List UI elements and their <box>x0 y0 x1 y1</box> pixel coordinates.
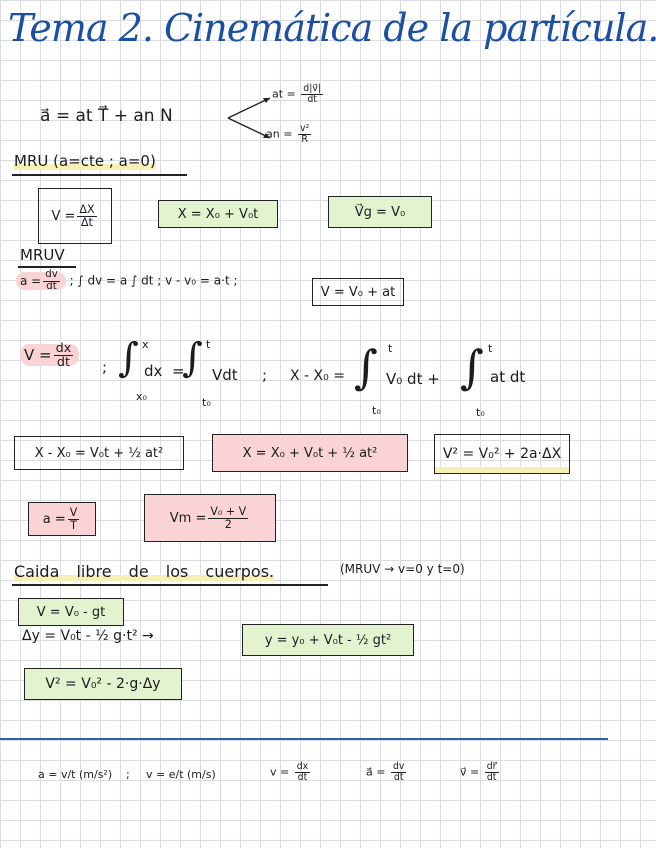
caida-position-box: y = y₀ + V₀t - ½ gt² <box>242 624 414 656</box>
mruv-v-label: V = <box>24 346 52 365</box>
limit-t0-2: t₀ <box>372 404 381 417</box>
footer-f5-den: dt <box>486 771 497 783</box>
footer-f5-num: dr⃗ <box>484 761 499 773</box>
caida-velocity-box: V = V₀ - gt <box>18 598 124 626</box>
integrand-vdt: Vdt <box>212 366 238 384</box>
mruv-v-num: dx <box>53 341 74 357</box>
branch-arrows <box>227 97 271 139</box>
caida-note: (MRUV → v=0 y t=0) <box>340 562 465 576</box>
mruv-v-den: dt <box>56 355 70 371</box>
limit-t0-3: t₀ <box>476 406 485 419</box>
mruv-b5-num: V₀ + V <box>208 504 249 519</box>
an-label: an = <box>266 127 293 141</box>
an-den: R <box>301 133 308 145</box>
footer-vr-deriv: v⃗ = dr⃗dt <box>460 762 501 783</box>
mru-vg-box: V⃗g = V₀ <box>328 196 432 228</box>
footer-f4-num: dv <box>390 761 407 773</box>
an-num: v² <box>297 123 312 135</box>
mruv-velocity-box: V = V₀ + at <box>312 278 404 306</box>
footer-f3-lhs: v = <box>270 765 290 779</box>
section-divider <box>0 738 608 740</box>
limit-x: x <box>142 338 149 351</box>
mruv-torricelli-box: V² = V₀² + 2a·ΔX <box>434 434 570 474</box>
mru-heading: MRU (a=cte ; a=0) <box>14 152 156 170</box>
mruv-b4-den: T <box>70 518 77 532</box>
at-num: d|v⃗| <box>301 83 324 95</box>
mruv-underline <box>18 266 76 268</box>
mru-f1-den: Δt <box>81 215 93 229</box>
integral-sign-3: ∫ <box>354 340 378 394</box>
mruv-a-num: dv <box>43 269 60 282</box>
footer-f4-lhs: a⃗ = <box>366 765 386 779</box>
mruv-heading: MRUV <box>20 246 65 264</box>
footer-f3-num: dx <box>294 761 311 773</box>
limit-x0: x₀ <box>136 390 147 403</box>
footer-f5-frac: dr⃗dt <box>484 761 499 783</box>
tangential-accel: at = d|v⃗|dt <box>272 84 325 105</box>
mruv-a-label: a = <box>20 273 42 288</box>
footer-f3-den: dt <box>297 771 308 783</box>
acceleration-formula: a⃗ = at T⃗ + an N <box>40 106 173 126</box>
mru-position-box: X = X₀ + V₀t <box>158 200 278 228</box>
at-label: at = <box>272 87 296 101</box>
integral-equals: = <box>172 362 185 380</box>
mruv-sep-2: ; <box>262 366 268 384</box>
at-fraction: d|v⃗|dt <box>301 83 324 105</box>
mruv-b4-num: V <box>67 505 80 520</box>
footer-velocity: v = e/t (m/s) <box>146 768 216 781</box>
mruv-displacement-box: X - X₀ = V₀t + ½ at² <box>14 436 184 470</box>
caida-underline <box>12 584 328 586</box>
mruv-position-box: X = X₀ + V₀t + ½ at² <box>212 434 408 472</box>
mruv-b5-den: 2 <box>224 517 232 531</box>
mru-underline <box>12 174 187 176</box>
page-title: Tema 2. Cinemática de la partícula. <box>8 6 656 50</box>
caida-displacement: Δy = V₀t - ½ g·t² → <box>22 628 154 644</box>
footer-f5-lhs: v⃗ = <box>460 765 480 779</box>
mruv-a-den: dt <box>46 280 57 292</box>
mruv-integral-1: ; ∫ dv = a ∫ dt ; v - v₀ = a·t ; <box>69 273 238 288</box>
displacement-lhs: X - X₀ = <box>290 368 345 384</box>
integral-sign-4: ∫ <box>460 340 484 394</box>
footer-sep: ; <box>126 768 130 781</box>
footer-f4-den: dt <box>393 771 404 783</box>
integral-sign-1: ∫ <box>118 335 139 381</box>
integrand-atdt: at dt <box>490 368 526 386</box>
mru-f1-num: ΔX <box>77 202 97 217</box>
limit-t-3: t <box>488 342 493 355</box>
limit-t0-1: t₀ <box>202 396 211 409</box>
mruv-b4-lhs: a = <box>42 511 66 527</box>
integrand-dx: dx <box>144 362 163 380</box>
limit-t-1: t <box>206 338 211 351</box>
caida-heading: Caida libre de los cuerpos. <box>14 562 275 581</box>
integrand-v0dt: V₀ dt + <box>386 370 440 388</box>
caida-torricelli-box: V² = V₀² - 2·g·Δy <box>24 668 182 700</box>
mruv-b5-lhs: Vm = <box>169 510 207 526</box>
footer-accel: a = v/t (m/s²) <box>38 768 113 781</box>
limit-t-2: t <box>388 342 393 355</box>
mruv-sep-1: ; <box>102 358 108 376</box>
at-den: dt <box>307 93 317 105</box>
mru-f1-lhs: V = <box>51 208 76 224</box>
integral-sign-2: ∫ <box>182 335 203 381</box>
